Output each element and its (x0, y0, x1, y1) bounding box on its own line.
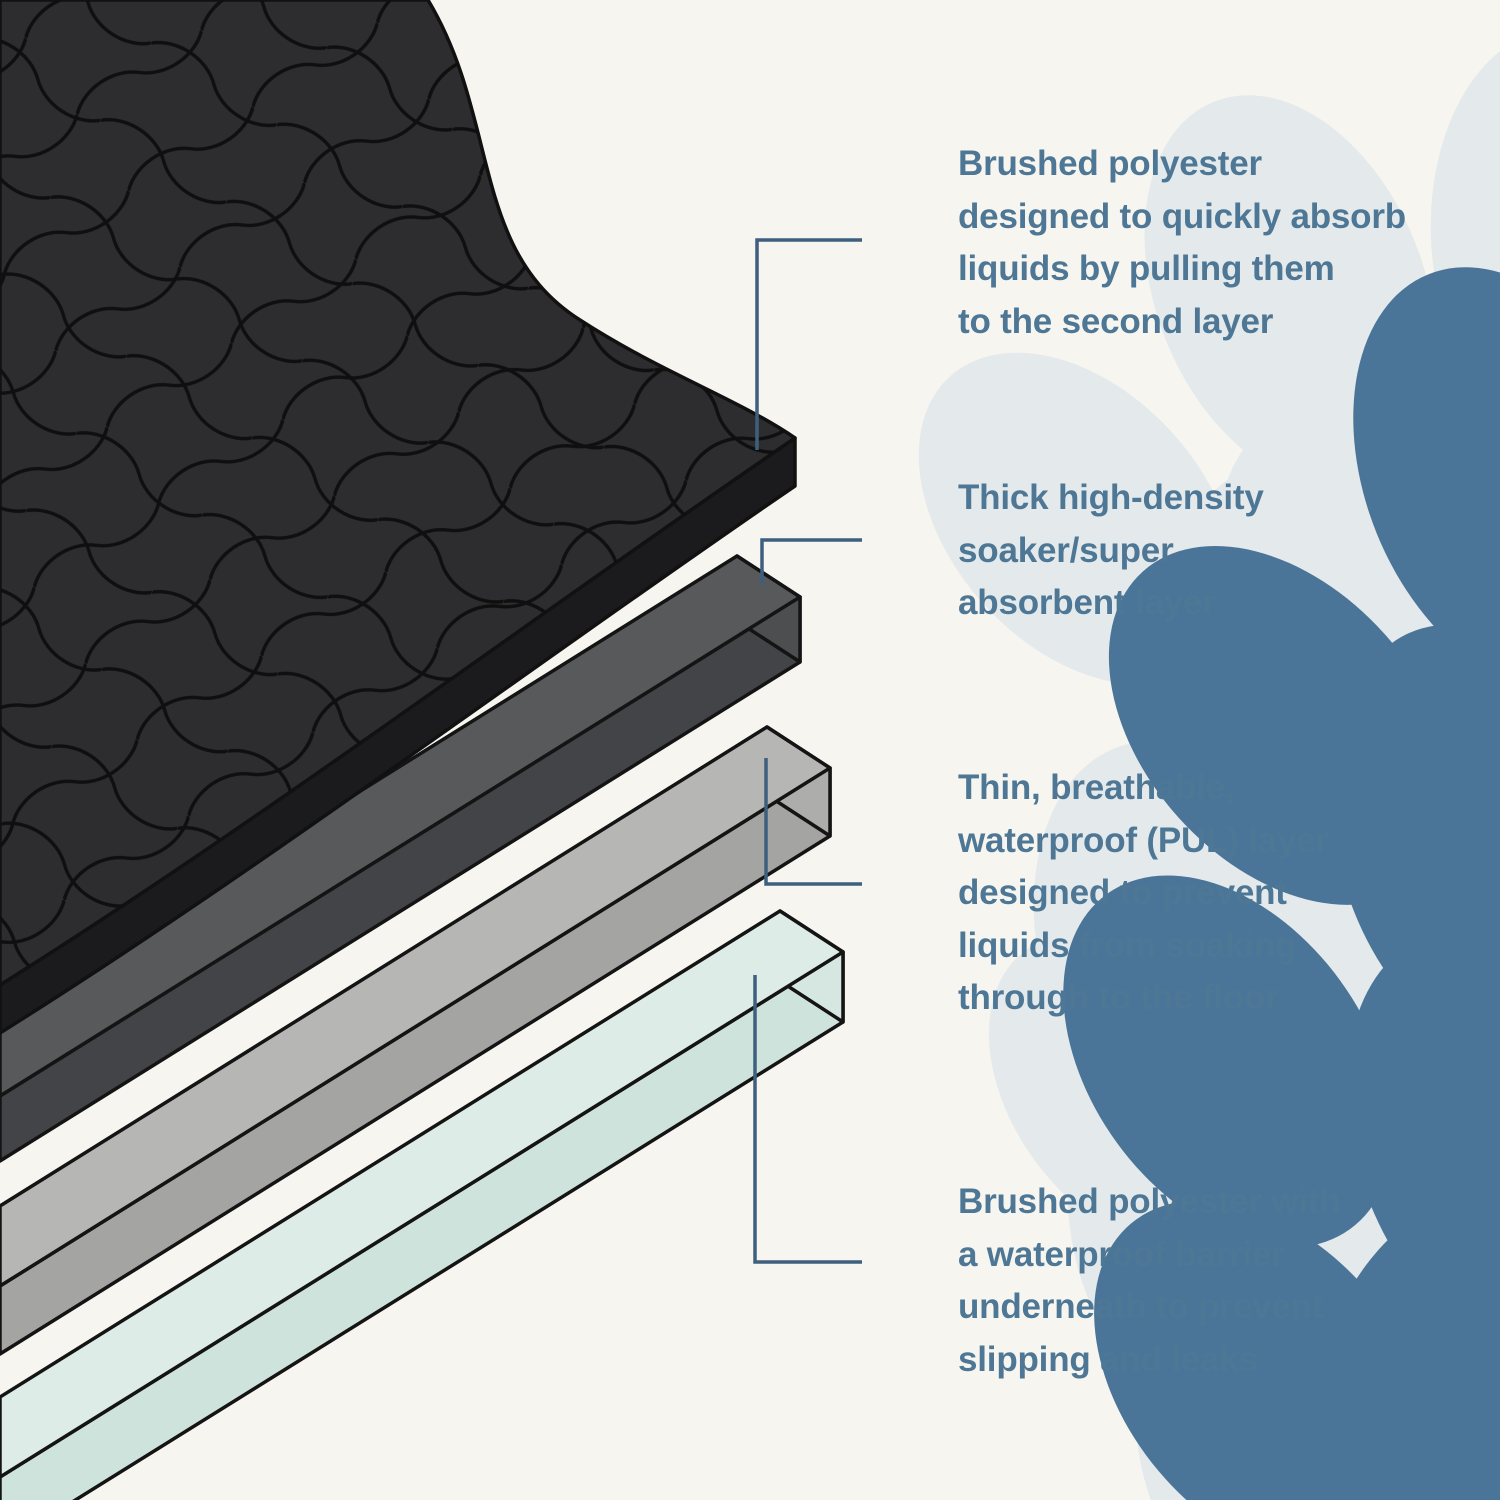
callout-text-pul-layer: Thin, breathable, waterproof (PUL) layer… (958, 768, 1329, 1017)
callout-text-bottom-layer: Brushed polyester with a waterproof barr… (958, 1182, 1341, 1379)
layer1-quilt-pattern-b (0, 0, 795, 985)
layer-4-bottom-grip (0, 909, 845, 1500)
callout-text-top-layer: Brushed polyester designed to quickly ab… (958, 144, 1406, 341)
layer3-top-face (0, 725, 832, 1288)
callout-text-soaker-layer: Thick high-density soaker/super absorben… (958, 478, 1264, 622)
callout-line-2 (760, 538, 862, 585)
callout-line-4 (753, 975, 862, 1264)
callout-line-3 (764, 758, 862, 886)
callout-line-1 (755, 238, 862, 450)
layer2-top-face (0, 554, 802, 1098)
callout-connectors (753, 238, 862, 1264)
layer4-top-face (0, 909, 845, 1479)
layer-1-quilted-top (0, 0, 797, 1035)
layer-2-soaker (0, 554, 802, 1163)
layer-3-pul (0, 725, 832, 1356)
